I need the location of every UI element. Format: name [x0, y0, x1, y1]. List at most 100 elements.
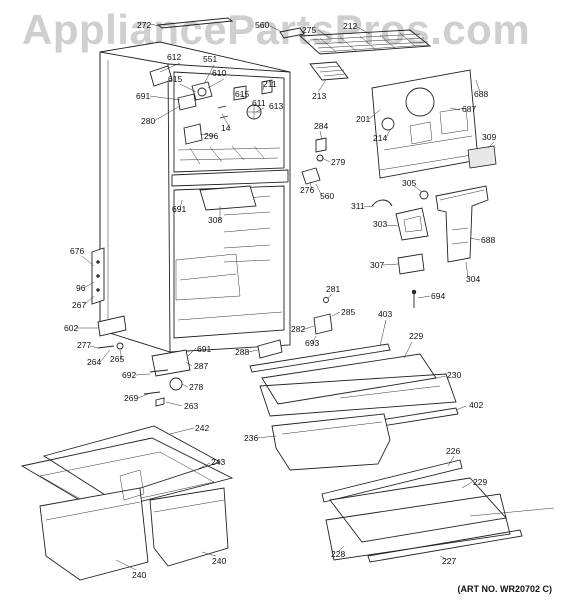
part-307 — [397, 253, 425, 275]
label-279: 279 — [331, 157, 345, 167]
label-281: 281 — [326, 284, 340, 294]
label-267: 267 — [72, 300, 86, 310]
roller-278 — [169, 377, 183, 391]
label-615-a: 615 — [168, 74, 182, 84]
label-201: 201 — [356, 114, 370, 124]
label-691-a: 691 — [136, 91, 150, 101]
label-272: 272 — [137, 20, 151, 30]
hinge-602 — [97, 315, 127, 337]
cabinet-top-edge — [167, 63, 291, 73]
label-284: 284 — [314, 121, 328, 131]
label-276: 276 — [300, 185, 314, 195]
bracket-276 — [301, 167, 321, 185]
label-551: 551 — [203, 54, 217, 64]
wire-shelf-212 — [298, 29, 432, 55]
air-duct-308 — [199, 185, 257, 211]
duct-280 — [177, 93, 197, 111]
label-265: 265 — [110, 354, 124, 364]
label-611: 611 — [252, 98, 266, 108]
label-243: 243 — [211, 457, 225, 467]
freezer-bins — [20, 425, 234, 581]
shelf-frame-403 — [249, 343, 391, 373]
part-284 — [315, 137, 327, 153]
hinge-288 — [257, 339, 283, 359]
air-duct-304 — [435, 185, 489, 263]
hinge-287 — [151, 349, 191, 377]
label-303: 303 — [373, 219, 387, 229]
label-280: 280 — [141, 116, 155, 126]
part-309 — [467, 145, 497, 169]
label-309: 309 — [482, 132, 496, 142]
shelf-assemblies — [249, 297, 555, 563]
label-229-lower: 229 — [473, 477, 487, 487]
label-694: 694 — [431, 291, 445, 301]
label-676: 676 — [70, 246, 84, 256]
crisper-pan-236 — [271, 413, 391, 471]
label-692: 692 — [122, 370, 136, 380]
label-282: 282 — [291, 324, 305, 334]
label-277: 277 — [77, 340, 91, 350]
label-288: 288 — [235, 347, 249, 357]
label-14: 14 — [221, 123, 231, 133]
label-275: 275 — [302, 25, 316, 35]
label-263: 263 — [184, 401, 198, 411]
label-691-b: 691 — [172, 204, 186, 214]
label-211: 211 — [263, 79, 277, 89]
label-613: 613 — [269, 101, 283, 111]
divider-mullion — [171, 169, 289, 187]
evaporator-cover-201 — [371, 69, 479, 179]
freezer-compartment — [173, 71, 285, 173]
cabinet-base-parts — [97, 315, 191, 407]
label-308: 308 — [208, 215, 222, 225]
top-trim-strip — [156, 17, 234, 29]
housing-296 — [183, 123, 203, 145]
bin-240-left — [39, 487, 149, 581]
label-307: 307 — [370, 260, 384, 270]
part-number-labels: 272 560 275 212 612 551 610 615 691 211 … — [64, 20, 496, 580]
label-287: 287 — [194, 361, 208, 371]
leveler-263 — [155, 397, 165, 407]
frame-243 — [20, 437, 234, 513]
label-612: 612 — [167, 52, 181, 62]
label-691-c: 691 — [197, 344, 211, 354]
art-number: (ART NO. WR20702 C) — [457, 584, 552, 594]
bracket-282 — [313, 313, 333, 335]
part-265 — [116, 342, 124, 350]
label-402: 402 — [469, 400, 483, 410]
label-240-right: 240 — [212, 556, 226, 566]
label-230: 230 — [447, 370, 461, 380]
label-403: 403 — [378, 309, 392, 319]
label-214: 214 — [373, 133, 387, 143]
shelf-frame-230 — [259, 373, 457, 417]
crisper-cavity — [175, 253, 241, 301]
label-688-top: 688 — [474, 89, 488, 99]
label-687: 687 — [462, 104, 476, 114]
control-components — [149, 65, 273, 211]
cover-242 — [42, 425, 222, 499]
label-560-mid: 560 — [320, 191, 334, 201]
light-socket-211 — [261, 79, 273, 95]
label-229-mid: 229 — [409, 331, 423, 341]
part-311 — [371, 199, 393, 207]
glass-shelf-229 — [261, 353, 437, 405]
label-610: 610 — [212, 68, 226, 78]
leader-lines — [76, 23, 495, 571]
label-242: 242 — [195, 423, 209, 433]
rail-226 — [321, 459, 463, 503]
label-305: 305 — [402, 178, 416, 188]
label-212: 212 — [343, 21, 357, 31]
label-304: 304 — [466, 274, 480, 284]
bin-240-right — [149, 487, 229, 567]
label-226: 226 — [446, 446, 460, 456]
top-right-parts — [279, 27, 497, 308]
shelf-frame-228 — [325, 493, 511, 561]
label-236: 236 — [244, 433, 258, 443]
label-227: 227 — [442, 556, 456, 566]
glass-shelf-229-lower — [329, 477, 507, 543]
label-213: 213 — [312, 91, 326, 101]
label-269: 269 — [124, 393, 138, 403]
part-305 — [419, 190, 429, 200]
label-311: 311 — [351, 201, 365, 211]
